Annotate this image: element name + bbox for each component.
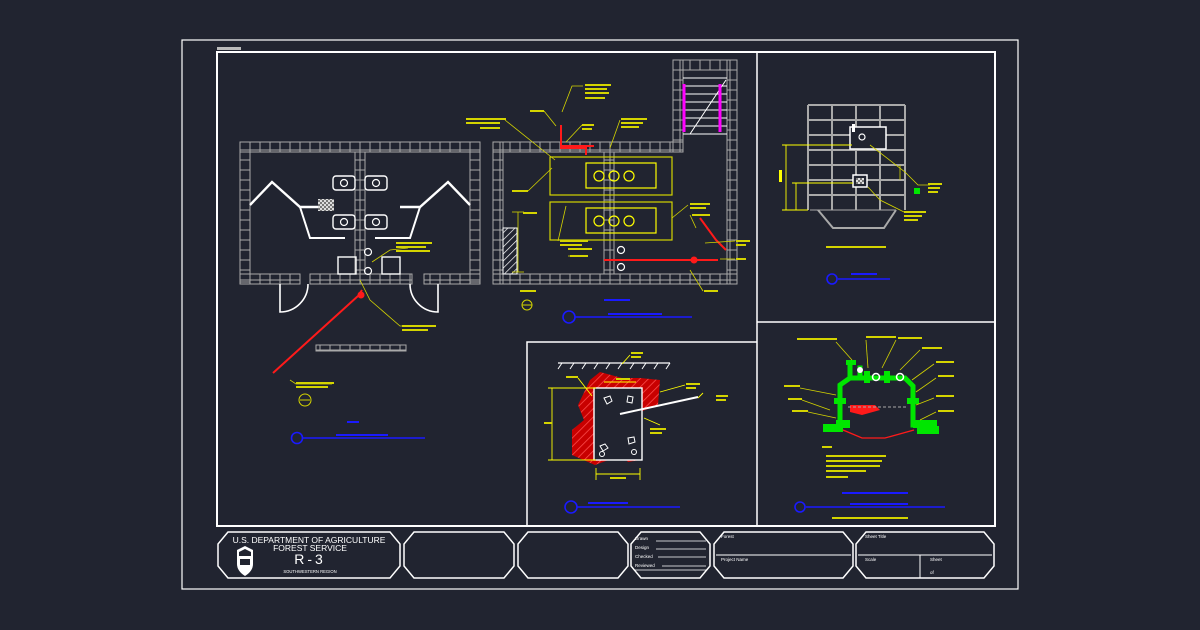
- wall-elevation: [779, 104, 942, 285]
- agency-name: U.S. DEPARTMENT OF AGRICULTURE: [233, 535, 386, 545]
- forest-field-label: Forest: [721, 534, 735, 539]
- project-name-label: Project Name: [721, 557, 749, 562]
- sheet-of-label: of: [930, 570, 935, 575]
- sheet-title-label: Sheet Title: [865, 534, 887, 539]
- title-block: U.S. DEPARTMENT OF AGRICULTURE Forest FO…: [217, 531, 995, 579]
- region-code: R-3: [294, 551, 326, 567]
- inner-border: [216, 51, 996, 527]
- forest-service-name: FOREST SERVICE: [273, 543, 347, 553]
- footing-detail: [544, 352, 728, 514]
- sheet-id-tag: [217, 47, 241, 50]
- scale-label: Scale: [865, 557, 877, 562]
- viewport-divider: [526, 341, 757, 526]
- region-name: SOUTHWESTERN REGION: [283, 569, 336, 574]
- plumbing-plan: [466, 59, 750, 324]
- reviewed-label: Reviewed: [635, 563, 655, 568]
- floor-plan: [239, 141, 481, 445]
- drawn-label: Drawn: [635, 536, 649, 541]
- design-label: Design: [635, 545, 650, 550]
- checked-label: Checked: [635, 554, 653, 559]
- sheet-number-label: Sheet: [930, 557, 943, 562]
- outer-border: [181, 39, 1019, 590]
- forest-service-shield-icon: [237, 546, 253, 576]
- valve-detail: [784, 336, 954, 519]
